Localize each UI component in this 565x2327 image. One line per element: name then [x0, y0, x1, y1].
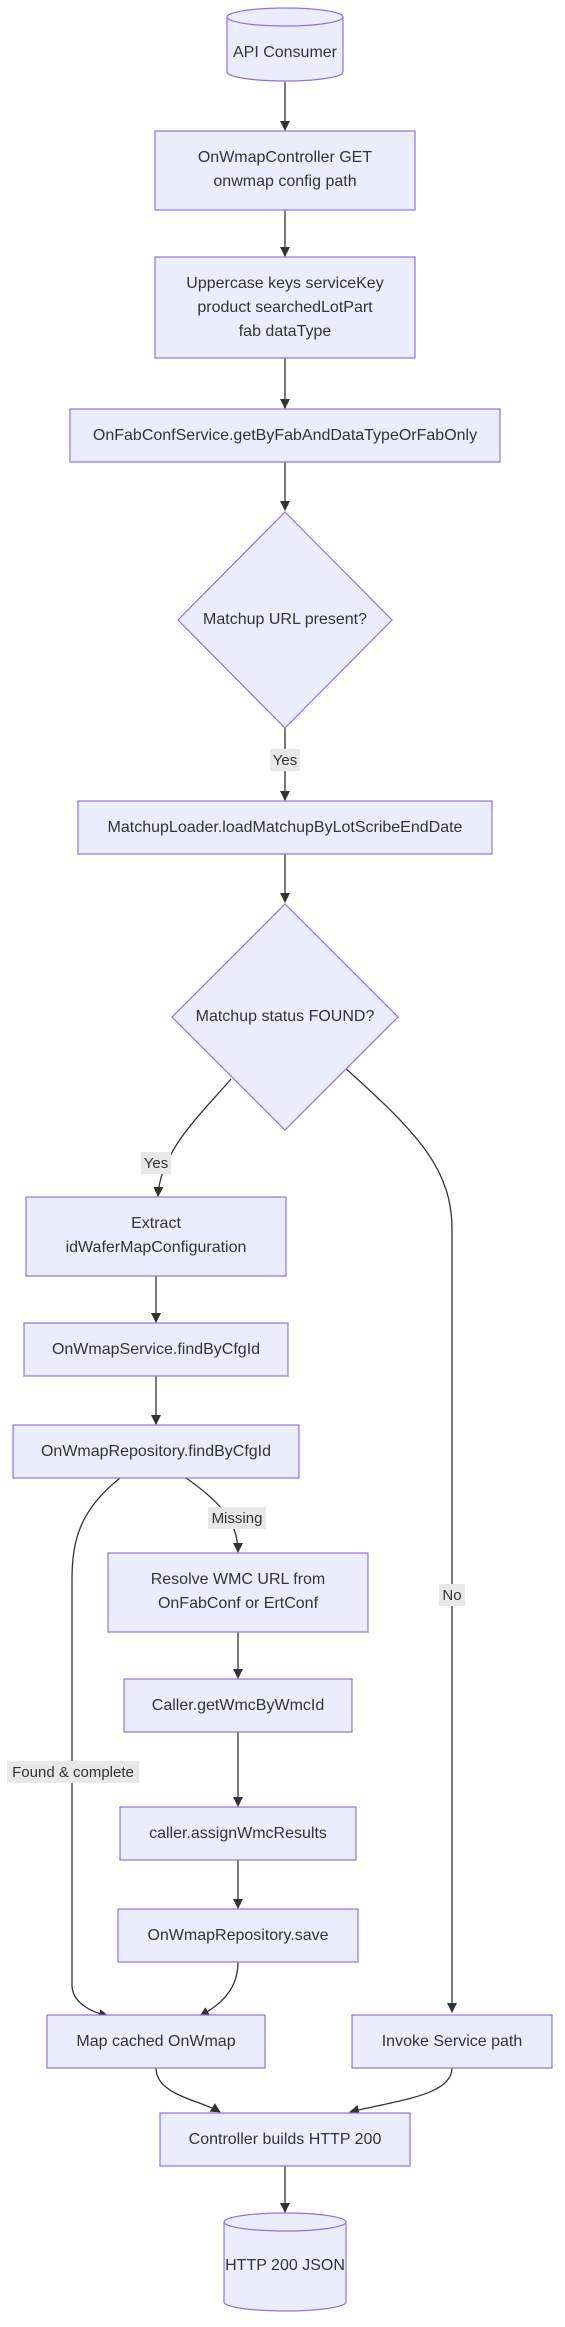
svg-text:Invoke Service path: Invoke Service path: [382, 2033, 523, 2050]
svg-text:Extract: Extract: [131, 1215, 181, 1232]
svg-text:Uppercase keys serviceKey: Uppercase keys serviceKey: [186, 275, 383, 292]
node-matchup-status-decision: Matchup status FOUND?: [171, 903, 399, 1131]
svg-text:onwmap config path: onwmap config path: [213, 173, 356, 190]
node-resolve-wmc: Resolve WMC URL from OnFabConf or ErtCon…: [107, 1552, 369, 1633]
svg-text:HTTP 200 JSON: HTTP 200 JSON: [225, 2257, 345, 2274]
edge-invoke-to-controller-200: [349, 2067, 453, 2115]
edge-label-no-found: No: [439, 1584, 465, 1606]
node-get-wmc: Caller.getWmcByWmcId: [123, 1678, 353, 1733]
edge-label-yes-url: Yes: [270, 749, 300, 771]
svg-text:Matchup status FOUND?: Matchup status FOUND?: [196, 1008, 375, 1025]
svg-text:fab dataType: fab dataType: [239, 323, 332, 340]
node-controller-200: Controller builds HTTP 200: [159, 2112, 411, 2167]
svg-text:Matchup URL present?: Matchup URL present?: [203, 611, 367, 628]
node-uppercase-keys: Uppercase keys serviceKey product search…: [154, 256, 416, 359]
svg-text:Missing: Missing: [212, 1510, 263, 1527]
edge-map-cached-to-controller-200: [155, 2067, 221, 2113]
node-service-find: OnWmapService.findByCfgId: [23, 1322, 289, 1377]
svg-text:Map cached OnWmap: Map cached OnWmap: [76, 2033, 235, 2050]
svg-text:OnWmapRepository.findByCfgId: OnWmapRepository.findByCfgId: [41, 1443, 271, 1460]
node-matchup-loader: MatchupLoader.loadMatchupByLotScribeEndD…: [77, 800, 493, 855]
edge-label-found-complete: Found & complete: [7, 1761, 139, 1783]
svg-text:Yes: Yes: [273, 752, 297, 769]
node-map-cached: Map cached OnWmap: [46, 2014, 266, 2069]
node-repo-find: OnWmapRepository.findByCfgId: [12, 1424, 300, 1479]
svg-text:idWaferMapConfiguration: idWaferMapConfiguration: [66, 1239, 247, 1256]
svg-text:Caller.getWmcByWmcId: Caller.getWmcByWmcId: [152, 1697, 324, 1714]
svg-text:OnFabConfService.getByFabAndDa: OnFabConfService.getByFabAndDataTypeOrFa…: [93, 427, 477, 444]
node-api-consumer: API Consumer: [226, 7, 344, 82]
edge-label-missing: Missing: [208, 1507, 266, 1529]
node-matchup-url-decision: Matchup URL present?: [177, 511, 393, 729]
edge-status-no-to-invoke: [343, 1066, 457, 2013]
svg-text:OnWmapController GET: OnWmapController GET: [198, 149, 372, 166]
node-assign-wmc: caller.assignWmcResults: [119, 1806, 357, 1861]
svg-text:caller.assignWmcResults: caller.assignWmcResults: [149, 1825, 327, 1842]
svg-text:OnFabConf or ErtConf: OnFabConf or ErtConf: [158, 1595, 319, 1612]
edge-status-yes-to-extract: [153, 1078, 232, 1197]
node-invoke-service: Invoke Service path: [351, 2014, 553, 2069]
svg-text:OnWmapService.findByCfgId: OnWmapService.findByCfgId: [52, 1341, 260, 1358]
svg-text:Resolve WMC URL from: Resolve WMC URL from: [151, 1571, 326, 1588]
svg-text:API Consumer: API Consumer: [233, 44, 338, 61]
edge-save-to-map-cached: [199, 1961, 239, 2017]
svg-text:Found & complete: Found & complete: [12, 1764, 134, 1781]
svg-text:Yes: Yes: [144, 1155, 168, 1172]
edge-label-yes-found: Yes: [141, 1152, 171, 1174]
node-extract-cfg: Extract idWaferMapConfiguration: [25, 1196, 287, 1277]
edges: [71, 82, 457, 2213]
node-controller-get: OnWmapController GET onwmap config path: [154, 130, 416, 211]
svg-text:No: No: [442, 1587, 461, 1604]
svg-text:product searchedLotPart: product searchedLotPart: [197, 299, 373, 316]
node-http-json: HTTP 200 JSON: [223, 2212, 347, 2312]
node-fab-conf-service: OnFabConfService.getByFabAndDataTypeOrFa…: [69, 408, 501, 463]
svg-text:MatchupLoader.loadMatchupByLot: MatchupLoader.loadMatchupByLotScribeEndD…: [108, 819, 463, 836]
edge-repo-found-to-map-cached: [71, 1477, 121, 2019]
svg-text:OnWmapRepository.save: OnWmapRepository.save: [147, 1927, 328, 1944]
node-repo-save: OnWmapRepository.save: [117, 1908, 359, 1963]
svg-text:Controller builds HTTP 200: Controller builds HTTP 200: [189, 2131, 382, 2148]
